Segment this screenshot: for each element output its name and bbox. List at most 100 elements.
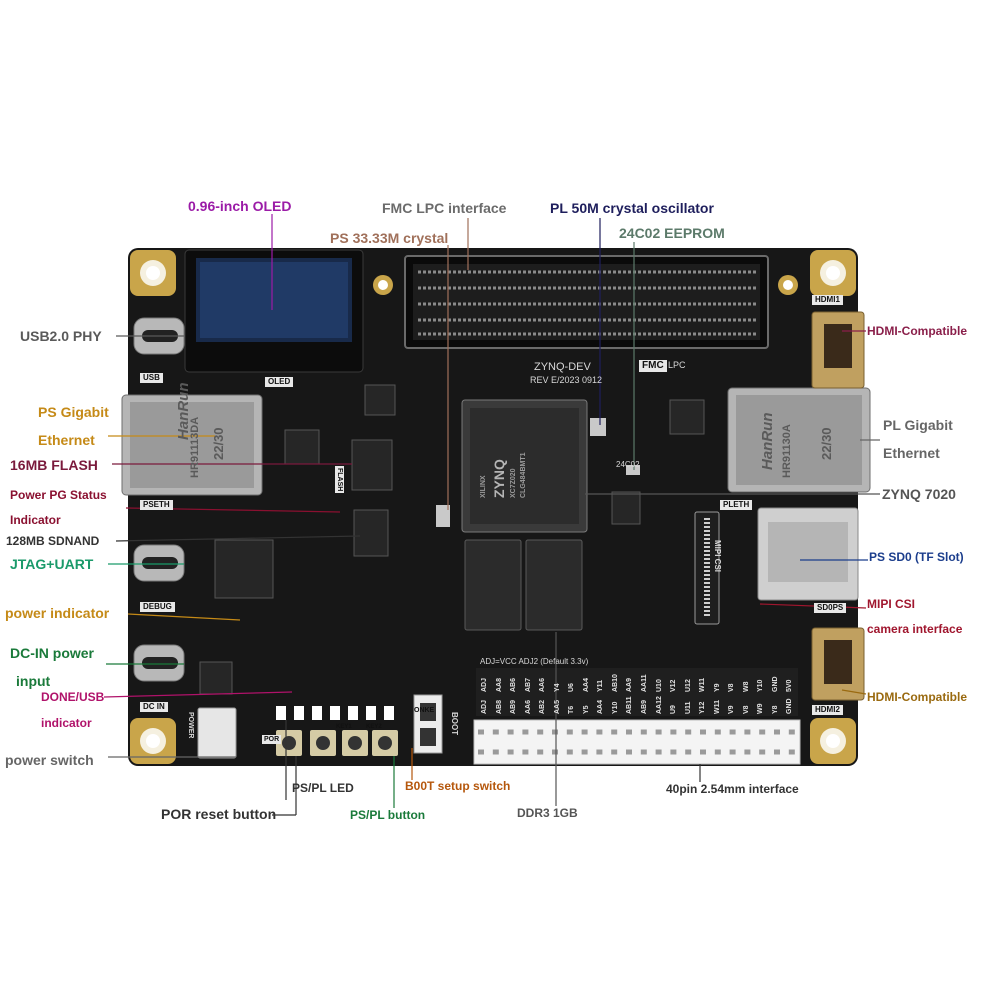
header-pin-label: AA6: [524, 699, 532, 714]
silk-chip-name: ZYNQ: [491, 459, 507, 498]
header-pin-label: AB7: [524, 677, 532, 692]
header-pin-label: Y12: [699, 701, 707, 714]
silk-lpc: LPC: [668, 360, 686, 370]
silk-dcin-tag: DC IN: [140, 702, 168, 712]
header-pin-label: U12: [684, 679, 692, 692]
header-pin-label: AA12: [655, 696, 663, 714]
silk-chip-brand: XILINX: [480, 475, 487, 498]
label-por-button: POR reset button: [161, 806, 277, 822]
tf-slot: [757, 507, 859, 601]
header-pin-label: Y8: [771, 705, 779, 714]
header-pin-label: AA11: [641, 674, 648, 692]
header-pin-label: Y5: [582, 705, 590, 714]
label-ps-eth-line1: PS Gigabit: [38, 404, 109, 420]
silk-usb-tag: USB: [140, 373, 163, 383]
header-pin-label: Y9: [713, 683, 721, 692]
silk-power-tag: POWER: [187, 712, 194, 739]
header-pin-label: Y10: [757, 679, 765, 692]
silk-key1-tag: KEY1: [336, 724, 352, 730]
silk-eth-left-code: 22/30: [211, 427, 226, 460]
label-ps-eth-line2: Ethernet: [38, 432, 95, 448]
header-pin-label: GND: [786, 698, 794, 714]
label-flash: 16MB FLASH: [10, 457, 98, 473]
header-pin-label: ADJ: [481, 677, 488, 692]
fmc-connector: [404, 255, 769, 349]
header-pin-label: Y4: [553, 683, 561, 692]
silk-eth-left-model: HR91113DA: [189, 416, 201, 478]
label-boot-switch: B00T setup switch: [405, 779, 511, 793]
silk-board-title: ZYNQ-DEV: [534, 361, 591, 373]
header-pin-label: AB9: [510, 699, 518, 714]
header-pin-label: W11: [713, 699, 721, 714]
leader-lines: [103, 214, 880, 816]
silk-chip-pkg: CLG484BMT1: [520, 452, 527, 498]
boot-dip-switch: [413, 694, 443, 754]
label-power-pg-line1: Power PG Status: [10, 488, 107, 502]
silk-key2-tag: KEY2: [366, 724, 382, 730]
label-fmc-lpc: FMC LPC interface: [382, 200, 507, 216]
silk-debug-tag: DEBUG: [140, 602, 175, 612]
label-dcin-line2: input: [16, 673, 51, 689]
header-pin-label: AA9: [626, 677, 634, 692]
header-pin-label: U6: [568, 683, 576, 692]
header-pin-label: AB9: [641, 699, 648, 714]
silk-eth-right-model: HR91130A: [781, 424, 793, 478]
header-pin-label: AA6: [539, 677, 547, 692]
silk-pleth-tag: PLETH: [720, 500, 753, 510]
header-pin-label: AB11: [626, 696, 634, 714]
label-done-usb-line1: DONE/USB: [41, 690, 105, 704]
label-zynq: ZYNQ 7020: [882, 486, 956, 502]
label-sdnand: 128MB SDNAND: [6, 534, 100, 548]
header-pin-label: AA5: [553, 699, 561, 714]
label-power-indicator: power indicator: [5, 605, 110, 621]
header-pin-label: AB10: [611, 674, 619, 692]
silk-por-tag: POR: [262, 735, 282, 744]
hdmi-connectors: [811, 311, 865, 701]
header-pin-label: Y10: [611, 701, 619, 714]
label-pl-50m-crystal: PL 50M crystal oscillator: [550, 200, 714, 216]
label-usb-phy: USB2.0 PHY: [20, 328, 102, 344]
mounting-holes: [130, 250, 856, 764]
silk-sd0ps-tag: SD0PS: [814, 603, 847, 613]
label-pl-eth-line2: Ethernet: [883, 445, 940, 461]
support-chips: [199, 384, 705, 695]
silk-flash-tag: FLASH: [335, 466, 344, 494]
header-pin-label: AA8: [495, 677, 503, 692]
label-oled: 0.96-inch OLED: [188, 198, 292, 214]
led-row: [276, 706, 394, 720]
header-pin-label: W8: [742, 681, 750, 693]
header-pin-label: U10: [655, 679, 663, 692]
label-done-usb-line2: indicator: [41, 716, 92, 730]
header-pin-label: AA4: [597, 699, 605, 714]
silk-boot-tag: BOOT: [450, 712, 459, 736]
push-buttons: [276, 730, 398, 756]
header-pin-label: AA4: [582, 677, 590, 692]
label-dcin-line1: DC-IN power: [10, 645, 94, 661]
label-ps-sd0: PS SD0 (TF Slot): [869, 550, 964, 564]
ddr3-chips: [464, 539, 583, 631]
silk-hdmi1-tag: HDMI1: [812, 295, 843, 305]
pin-label-area: [476, 668, 798, 716]
header-pin-label: Y11: [597, 679, 605, 692]
label-power-pg-line2: Indicator: [10, 513, 61, 527]
silk-fmc-tag: FMC: [639, 360, 667, 372]
header-40pin: [473, 719, 801, 765]
silk-adj-note: ADJ=VCC ADJ2 (Default 3.3v): [480, 657, 589, 666]
silk-pseth-tag: PSETH: [140, 500, 173, 510]
silk-eeprom-tag: 24C02: [616, 460, 640, 469]
silk-eth-right-code: 22/30: [819, 427, 834, 460]
label-hdmi2: HDMI-Compatible: [867, 690, 967, 704]
label-jtag-uart: JTAG+UART: [10, 556, 94, 572]
silk-revision: REV E/2023 0912: [530, 375, 603, 385]
header-pin-label: GND: [771, 676, 779, 692]
header-pin-label: U9: [670, 705, 678, 714]
label-header-40pin: 40pin 2.54mm interface: [666, 782, 799, 796]
ethernet-jack-left: [121, 394, 263, 496]
silk-chip-part: XC7Z020: [510, 468, 517, 498]
zynq-chip: [461, 399, 588, 533]
silk-mipi-tag: MIPI CSI: [713, 540, 722, 573]
power-switch-body: [197, 707, 237, 759]
